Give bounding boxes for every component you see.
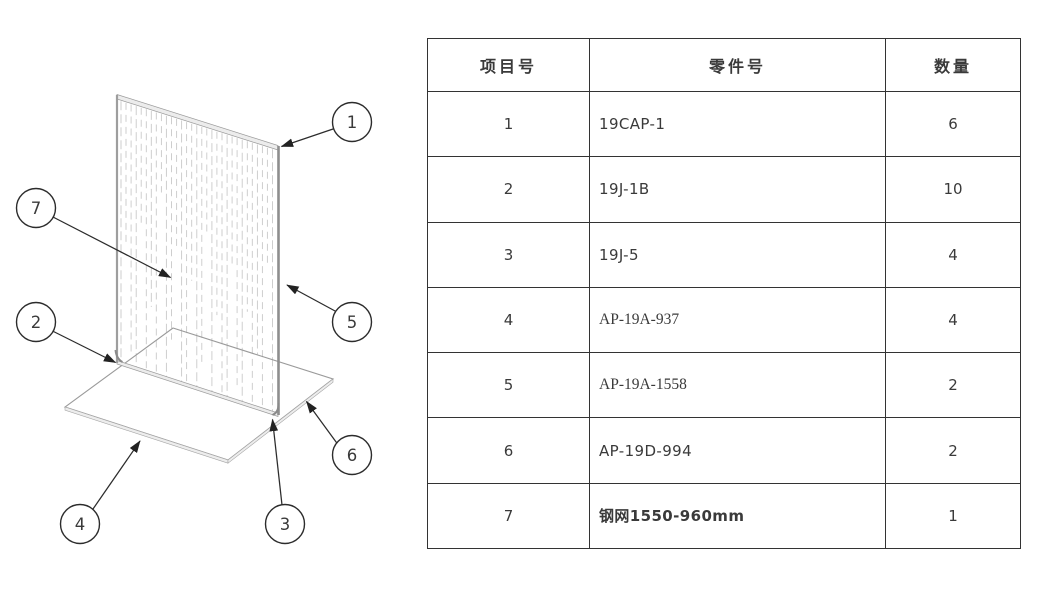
callout-2-circle <box>15 301 57 343</box>
item-cell: 6 <box>427 417 590 484</box>
quantity-cell: 6 <box>885 90 1021 158</box>
callout-3-circle <box>264 503 306 545</box>
quantity-cell: 4 <box>885 221 1021 288</box>
table-row: 3 19J-5 4 <box>427 221 1021 288</box>
callout-7-leader <box>51 215 172 279</box>
panel-bottom-rail <box>116 360 279 417</box>
table-row: 7 钢网1550-960mm 1 <box>427 482 1021 550</box>
base-plate <box>63 327 335 464</box>
callout-1-circle <box>331 101 373 143</box>
item-cell: 2 <box>427 156 590 223</box>
callout-6: 6 <box>331 434 373 476</box>
header-quantity: 数量 <box>885 38 1021 92</box>
part-number-cell: 19CAP-1 <box>589 90 886 158</box>
callout-6-leader <box>305 400 340 447</box>
callout-6-label: 6 <box>347 446 358 465</box>
item-cell: 7 <box>427 482 590 550</box>
callout-7-label: 7 <box>31 199 42 218</box>
table-row: 1 19CAP-1 6 <box>427 90 1021 158</box>
callout-4: 4 <box>59 503 101 545</box>
callout-4-leader <box>92 440 141 510</box>
leader-lines <box>51 127 340 510</box>
callout-2: 2 <box>15 301 57 343</box>
part-number-cell: 19J-5 <box>589 221 886 288</box>
part-number-cell: AP-19A-937 <box>589 286 886 354</box>
quantity-cell: 1 <box>885 482 1021 550</box>
callout-1-label: 1 <box>347 113 358 132</box>
callout-5-label: 5 <box>347 313 358 332</box>
callout-3-label: 3 <box>280 515 291 534</box>
callout-6-circle <box>331 434 373 476</box>
callout-2-label: 2 <box>31 313 42 332</box>
panel-right-foot <box>272 402 280 416</box>
callout-5-circle <box>331 301 373 343</box>
mesh-hatch <box>120 101 273 412</box>
bom-table-container: 项目号 零件号 数量 1 19CAP-1 6 2 19J-1B 10 3 19J… <box>427 38 1021 550</box>
assembly-drawing: 1 2 3 4 5 6 7 <box>15 94 373 545</box>
quantity-cell: 2 <box>885 417 1021 484</box>
table-row: 6 AP-19D-994 2 <box>427 417 1021 484</box>
callout-4-label: 4 <box>75 515 86 534</box>
callout-7-circle <box>15 187 57 229</box>
part-number-cell: 19J-1B <box>589 156 886 223</box>
callout-2-leader <box>51 329 117 364</box>
table-row: 2 19J-1B 10 <box>427 156 1021 223</box>
callout-1-leader <box>280 127 335 148</box>
callout-7: 7 <box>15 187 57 229</box>
quantity-cell: 10 <box>885 156 1021 223</box>
table-header-row: 项目号 零件号 数量 <box>427 38 1021 92</box>
item-cell: 4 <box>427 286 590 354</box>
callout-5-leader <box>286 284 337 313</box>
callout-4-circle <box>59 503 101 545</box>
part-number-cell: 钢网1550-960mm <box>589 482 886 550</box>
table-row: 5 AP-19A-1558 2 <box>427 352 1021 419</box>
table-row: 4 AP-19A-937 4 <box>427 286 1021 354</box>
header-item-number: 项目号 <box>427 38 590 92</box>
item-cell: 3 <box>427 221 590 288</box>
callout-1: 1 <box>331 101 373 143</box>
header-part-number: 零件号 <box>589 38 886 92</box>
mesh-panel <box>114 94 280 417</box>
panel-left-foot <box>114 349 123 363</box>
callout-5: 5 <box>331 301 373 343</box>
part-number-cell: AP-19A-1558 <box>589 352 886 419</box>
item-cell: 1 <box>427 90 590 158</box>
part-number-cell: AP-19D-994 <box>589 417 886 484</box>
item-cell: 5 <box>427 352 590 419</box>
callout-3-leader <box>269 418 283 506</box>
quantity-cell: 4 <box>885 286 1021 354</box>
quantity-cell: 2 <box>885 352 1021 419</box>
parts-table: 项目号 零件号 数量 1 19CAP-1 6 2 19J-1B 10 3 19J… <box>427 38 1021 550</box>
callout-3: 3 <box>264 503 306 545</box>
